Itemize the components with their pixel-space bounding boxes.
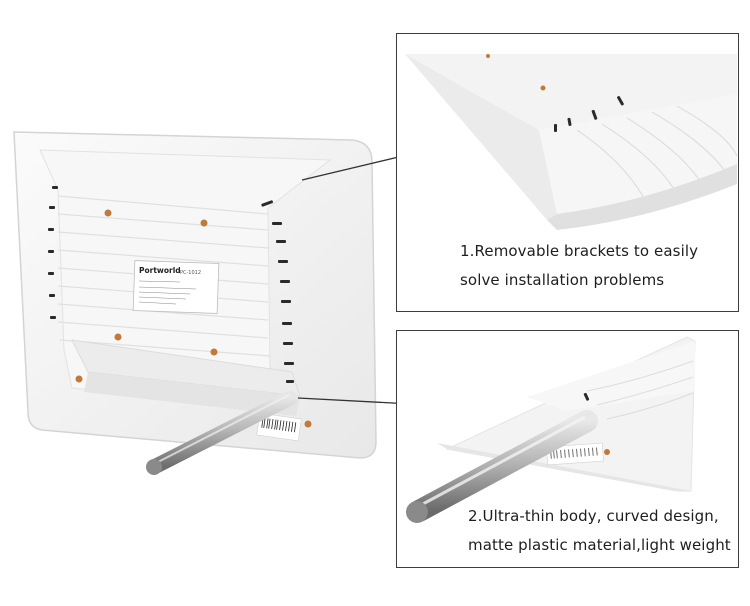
callout-2-line-1: 2.Ultra-thin body, curved design, [468,507,719,525]
callout-1-line-1: 1.Removable brackets to easily [460,242,699,260]
closeup-screw-hole [604,449,610,455]
barcode-sticker [256,412,302,442]
product-label: Portworld PC-1012 [132,260,220,314]
body-closeup-image [397,331,738,567]
closeup-stand-rod [406,410,598,523]
callout-box-body: 2.Ultra-thin body, curved design, matte … [396,330,739,568]
callout-2-line-2: matte plastic material,light weight [468,536,731,554]
left-vent-slots [48,186,58,319]
label-model: PC-1012 [180,270,201,276]
stand-rod [146,390,298,475]
label-brand: Portworld [139,266,181,275]
closeup-screw-hole [486,54,490,58]
closeup-barcode-sticker [546,442,604,466]
closeup-screw-hole [540,85,546,91]
screw-holes [75,209,312,428]
bracket-closeup-image [397,34,738,311]
right-vent-slots [261,200,294,383]
callout-box-brackets: 1.Removable brackets to easily solve ins… [396,33,739,312]
closeup-vent-slot [583,392,590,401]
callout-1-line-2: solve installation problems [460,271,665,289]
closeup-vent-slots [554,96,624,132]
